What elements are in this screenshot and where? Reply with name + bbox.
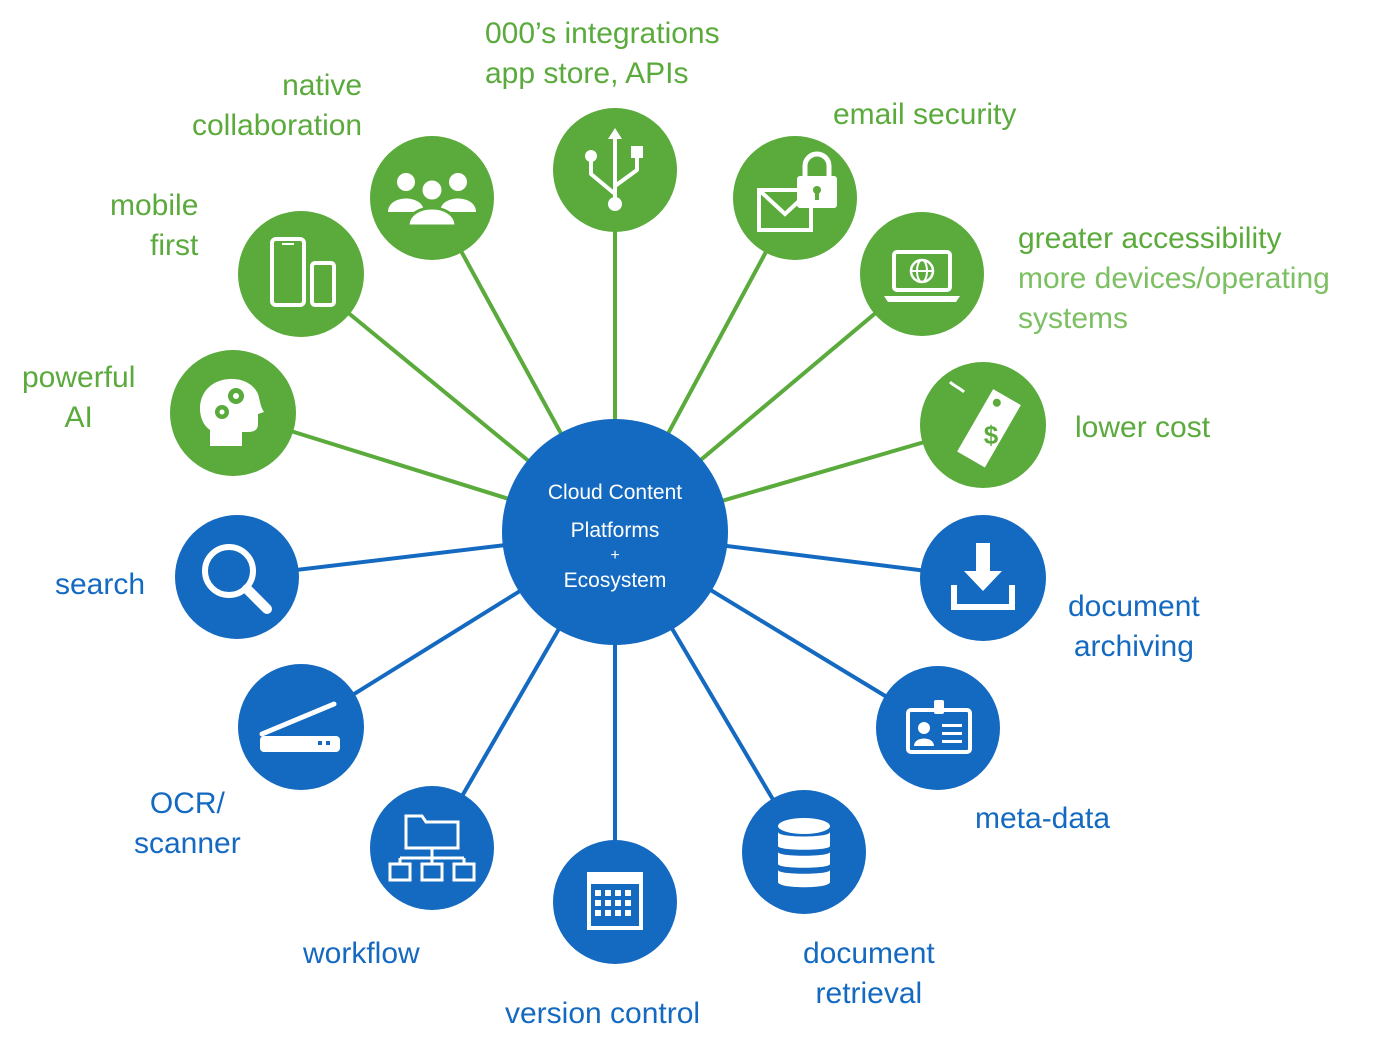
- retrieval-label-line1: document: [803, 937, 935, 970]
- metadata-node: [876, 666, 1000, 790]
- download-tray-icon: [951, 543, 1015, 610]
- database-icon: [778, 818, 830, 888]
- ocr-label: OCR/ scanner: [134, 784, 241, 864]
- search-node: [175, 515, 299, 639]
- ai-node: [170, 350, 296, 476]
- workflow-node: [370, 786, 494, 910]
- archiving-label: document archiving: [1068, 587, 1200, 667]
- hub-label-line1: Cloud Content: [547, 481, 683, 504]
- svg-text:$: $: [984, 420, 999, 450]
- accessibility-sublabel-line2: systems: [1018, 302, 1129, 335]
- head-gears-icon: [199, 378, 264, 446]
- hub-node: Cloud Content Platforms + Ecosystem: [502, 419, 728, 645]
- magnifier-icon: [202, 544, 272, 614]
- lower-cost-label: lower cost: [1075, 408, 1210, 448]
- version-control-label-line1: version control: [505, 997, 701, 1030]
- email-security-node: [733, 136, 857, 260]
- mobile-label-line2: first: [150, 229, 199, 262]
- integrations-label-line1: 000’s integrations: [485, 17, 720, 50]
- mobile-label: mobile first: [110, 186, 198, 266]
- integrations-label-line2: app store, APIs: [485, 57, 689, 90]
- accessibility-label: greater accessibility more devices/opera…: [1018, 219, 1330, 339]
- version-control-label: version control: [505, 994, 700, 1034]
- scanner-icon: [259, 701, 340, 752]
- ocr-label-line1: OCR/: [149, 787, 225, 820]
- workflow-label: workflow: [303, 934, 420, 974]
- lower-cost-node: $: [920, 362, 1046, 488]
- ai-label-line1: powerful: [22, 361, 136, 394]
- ai-label-line2: AI: [64, 401, 93, 434]
- usb-icon: [585, 128, 643, 211]
- email-security-label-line1: email security: [833, 98, 1017, 131]
- laptop-globe-icon: [884, 250, 960, 302]
- price-tag-icon: $: [948, 380, 1021, 468]
- ocr-node: [238, 664, 364, 790]
- version-control-node: [553, 840, 677, 964]
- lower-cost-label-line1: lower cost: [1075, 411, 1211, 444]
- calendar-grid-icon: [587, 872, 643, 930]
- accessibility-sublabel-line1: more devices/operating: [1018, 262, 1330, 295]
- retrieval-node: [742, 790, 866, 914]
- retrieval-label: document retrieval: [803, 934, 935, 1014]
- collaboration-label: native collaboration: [192, 66, 362, 146]
- accessibility-label-line1: greater accessibility: [1018, 222, 1282, 255]
- mobile-node: [238, 211, 364, 337]
- archiving-node: [920, 515, 1046, 641]
- folder-tree-icon: [388, 814, 476, 882]
- accessibility-node: [860, 212, 984, 336]
- hub-label-line3: Ecosystem: [563, 569, 667, 592]
- archiving-label-line2: archiving: [1073, 630, 1194, 663]
- email-lock-icon: [757, 151, 837, 232]
- search-label-line1: search: [55, 568, 146, 601]
- ai-label: powerful AI: [22, 358, 135, 438]
- mobile-devices-icon: [270, 237, 336, 307]
- mobile-label-line1: mobile: [110, 189, 199, 222]
- id-card-icon: [906, 700, 972, 754]
- collaboration-label-line1: native: [282, 69, 363, 102]
- workflow-label-line1: workflow: [303, 937, 420, 970]
- metadata-label-line1: meta-data: [975, 802, 1111, 835]
- email-security-label: email security: [833, 95, 1016, 135]
- retrieval-label-line2: retrieval: [815, 977, 923, 1010]
- integrations-node: [553, 108, 677, 232]
- people-group-icon: [388, 173, 476, 228]
- hub-label-plus: +: [610, 547, 620, 564]
- hub-label-line2: Platforms: [570, 519, 660, 542]
- collaboration-node: [370, 136, 494, 260]
- integrations-label: 000’s integrations app store, APIs: [485, 14, 720, 94]
- search-label: search: [55, 565, 145, 605]
- archiving-label-line1: document: [1068, 590, 1200, 623]
- collaboration-label-line2: collaboration: [192, 109, 363, 142]
- metadata-label: meta-data: [975, 799, 1110, 839]
- ocr-label-line2: scanner: [134, 827, 241, 860]
